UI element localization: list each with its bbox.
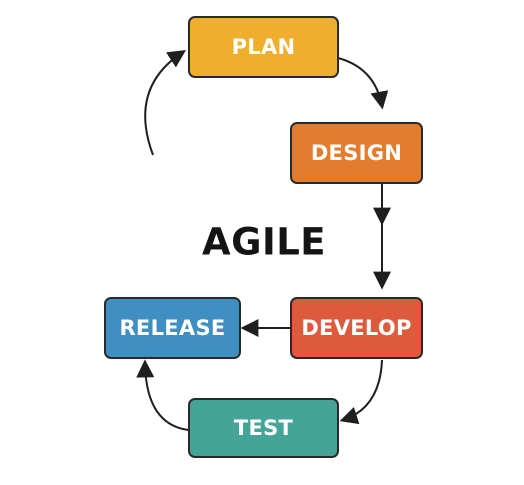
stage-plan: PLAN [188, 16, 339, 78]
stage-release-label: RELEASE [119, 316, 225, 340]
stage-plan-box [188, 16, 339, 78]
stage-release: RELEASE [104, 297, 241, 359]
stage-test: TEST [188, 398, 339, 458]
stage-test-label: TEST [234, 416, 294, 440]
stage-develop: DEVELOP [290, 297, 423, 359]
arrow-develop-to-test [339, 359, 383, 425]
arrow-plan-to-design [337, 57, 389, 110]
stage-develop-box [290, 297, 423, 359]
arrow-test-to-release [136, 359, 189, 431]
stage-test-box [188, 398, 339, 458]
arrow-loop-to-plan [144, 50, 187, 156]
stage-release-box [104, 297, 241, 359]
stage-plan-label: PLAN [232, 35, 296, 59]
stage-design: DESIGN [290, 122, 423, 184]
stage-design-box [290, 122, 423, 184]
diagram-title: AGILE [202, 221, 326, 264]
stage-develop-label: DEVELOP [301, 316, 411, 340]
stage-design-label: DESIGN [311, 141, 402, 165]
